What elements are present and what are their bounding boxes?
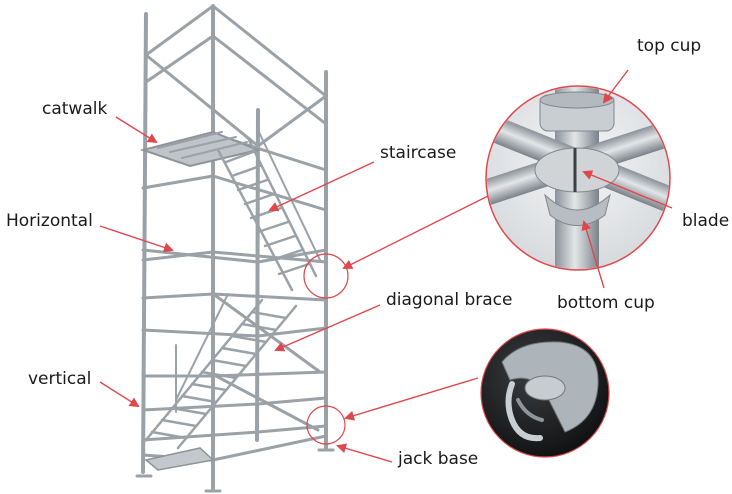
label-diagonal-brace: diagonal brace (386, 290, 513, 310)
arrow-horizontal (99, 225, 174, 253)
arrow-jack-base (336, 443, 393, 463)
scaffold-tower (135, 4, 335, 493)
label-blade: blade (682, 211, 730, 231)
label-bottom-cup: bottom cup (557, 293, 655, 313)
arrow-blade (582, 170, 673, 209)
arrow-diagonal-brace (274, 304, 381, 352)
lower-staircase (144, 293, 298, 450)
arrow-to-jackbase (344, 377, 479, 421)
cuplock-joint-highlight (303, 253, 349, 299)
label-vertical: vertical (28, 369, 92, 389)
jack-base-detail (480, 328, 610, 458)
arrow-to-cuplock (342, 195, 489, 269)
vertical-standards (141, 4, 328, 490)
label-catwalk: catwalk (42, 99, 108, 119)
top-frame (144, 4, 328, 148)
jack-base-highlight (306, 405, 346, 445)
label-staircase: staircase (380, 143, 457, 163)
bottom-landing (144, 447, 215, 471)
arrow-staircase (268, 161, 375, 212)
label-jack-base: jack base (398, 449, 479, 469)
diagonal-braces (214, 294, 322, 432)
label-top-cup: top cup (637, 36, 702, 56)
horizontal-ledgers (141, 132, 328, 462)
arrow-bottom-cup (581, 220, 605, 289)
jack-bases (135, 448, 335, 493)
arrow-catwalk (115, 116, 158, 144)
catwalk-platform (139, 130, 262, 168)
pointer-arrows (99, 69, 673, 463)
arrow-top-cup (602, 69, 629, 104)
cuplock-detail (485, 85, 671, 271)
arrow-vertical (99, 381, 140, 408)
label-horizontal: Horizontal (6, 211, 93, 231)
